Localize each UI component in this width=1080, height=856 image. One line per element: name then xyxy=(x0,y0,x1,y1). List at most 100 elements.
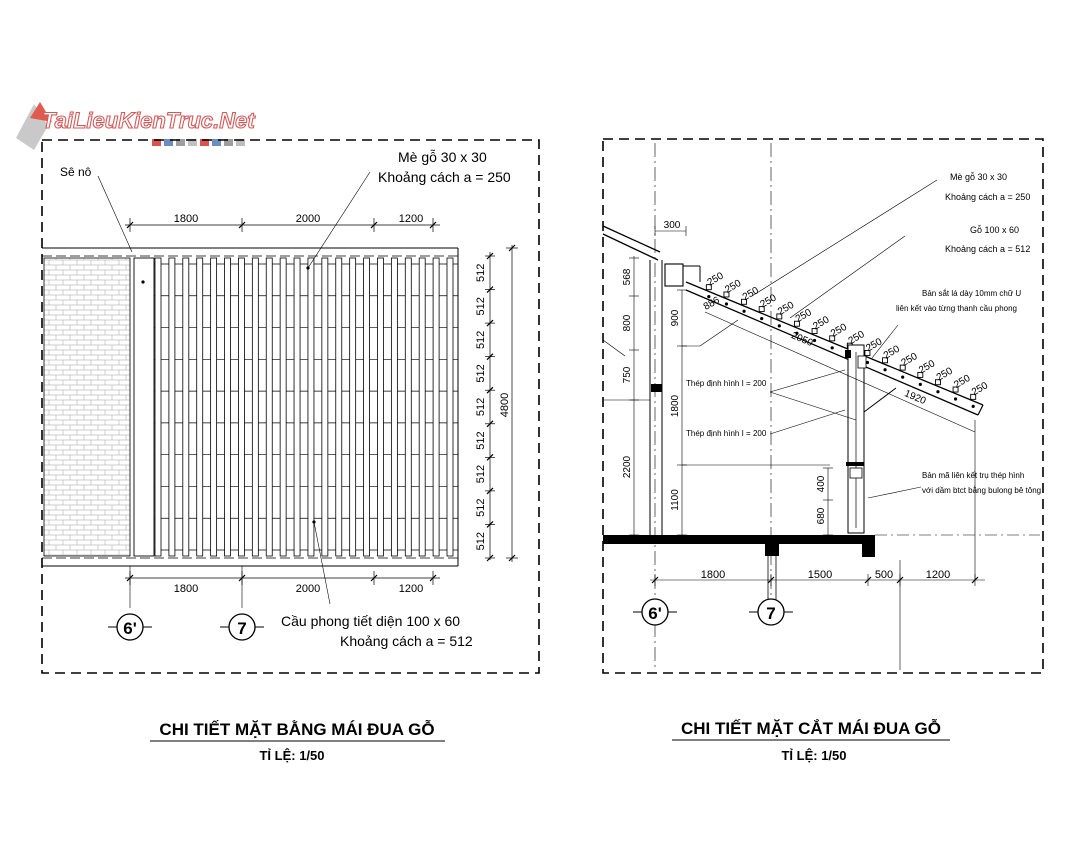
plan-rafters xyxy=(154,257,454,557)
dim-left-750: 750 xyxy=(622,366,633,383)
dim-inner-1800: 1800 xyxy=(670,394,681,417)
rafter xyxy=(293,257,301,557)
plan-top-dimensions: 1800 2000 1200 xyxy=(125,213,440,232)
dim-sec-bottom-500: 500 xyxy=(875,569,893,581)
watermark-logo: TaiLieuKienTruc.Net xyxy=(16,102,257,150)
logo-stripe xyxy=(188,139,197,146)
gutter-label: Sê nô xyxy=(60,165,92,179)
batten-label-line2: Khoảng cách a = 250 xyxy=(378,169,511,185)
dim-top-3: 1200 xyxy=(399,213,423,225)
rafter xyxy=(432,257,440,557)
rafter xyxy=(377,257,384,557)
batten-section xyxy=(952,386,959,393)
batten-section xyxy=(811,328,818,334)
batten-section xyxy=(882,357,889,364)
dim-section-top: 300 xyxy=(664,220,681,231)
logo-stripe xyxy=(176,139,185,146)
batten-section xyxy=(970,393,977,400)
section-batten-label-2: Khoảng cách a = 250 xyxy=(945,192,1030,202)
section-batten-label-1: Mè gỗ 30 x 30 xyxy=(950,172,1007,182)
logo-stripe xyxy=(224,139,233,146)
dim-sec-bottom-1500: 1500 xyxy=(808,569,832,581)
gutter-beam xyxy=(133,257,155,557)
dim-right-512: 512 xyxy=(475,331,487,349)
dim-sec-bottom-1800: 1800 xyxy=(701,569,725,581)
logo-stripe xyxy=(236,139,245,146)
gutter-area xyxy=(43,257,131,557)
rafter xyxy=(196,257,204,557)
rafter xyxy=(335,257,343,557)
dim-post-680: 680 xyxy=(816,507,827,524)
batten-section xyxy=(705,284,712,291)
rafter xyxy=(168,257,176,557)
dim-slope-1920: 1920 xyxy=(903,388,928,407)
section-frame xyxy=(602,138,1044,674)
logo-stripe xyxy=(164,139,173,146)
rafter-label-line1: Cầu phong tiết diện 100 x 60 xyxy=(281,613,460,629)
section-steel-label-1: Thép định hình I = 200 xyxy=(686,379,767,388)
batten-section xyxy=(829,335,836,342)
logo-stripe xyxy=(200,139,209,146)
batten-section xyxy=(776,313,783,320)
rafter xyxy=(349,257,357,557)
svg-text:6': 6' xyxy=(123,619,137,638)
rafter xyxy=(210,257,218,557)
section-drawing: 2502502502502502502502502502502502502502… xyxy=(602,138,1044,763)
rafter-label-line2: Khoảng cách a = 512 xyxy=(340,633,473,649)
batten-section xyxy=(793,320,800,327)
dim-total: 4800 xyxy=(499,393,511,417)
plan-scale: TỈ LỆ: 1/50 xyxy=(259,748,324,763)
rafter xyxy=(418,257,426,557)
dim-bottom-2: 2000 xyxy=(296,583,320,595)
dim-right-512: 512 xyxy=(475,498,487,516)
dim-bottom-1: 1800 xyxy=(174,583,198,595)
logo-stripes xyxy=(152,139,245,146)
batten-section xyxy=(758,306,765,313)
batten-section xyxy=(741,298,748,305)
overhang-rafter-bottom xyxy=(685,289,979,416)
rafter xyxy=(363,257,370,557)
rafter xyxy=(154,257,162,557)
section-strap-label-2: liên kết vào từng thanh cầu phong xyxy=(896,304,1017,313)
section-scale: TỈ LỆ: 1/50 xyxy=(781,748,846,763)
dim-left-568: 568 xyxy=(622,268,633,285)
section-timber-label-1: Gỗ 100 x 60 xyxy=(970,225,1019,235)
logo-stripe xyxy=(212,139,221,146)
batten-section xyxy=(899,364,906,371)
dim-right-512: 512 xyxy=(475,297,487,315)
rafter xyxy=(390,257,398,557)
section-plate-label-2: với dầm btct bằng bulong bê tông xyxy=(922,486,1041,495)
section-timber-label-2: Khoảng cách a = 512 xyxy=(945,244,1030,254)
dim-inner-1100: 1100 xyxy=(670,489,681,511)
rafter xyxy=(307,257,315,557)
dim-right-512: 512 xyxy=(475,532,487,550)
section-axis-bubble-7: 7 xyxy=(749,598,793,626)
rafter xyxy=(279,257,287,557)
rafter xyxy=(265,257,273,557)
svg-text:6': 6' xyxy=(648,604,662,623)
logo-stripe xyxy=(152,139,161,146)
dim-top-2: 2000 xyxy=(296,213,320,225)
batten-section xyxy=(917,371,924,378)
floor-slab xyxy=(603,535,875,544)
axis-bubble-6prime: 6' xyxy=(108,613,152,641)
logo-text: TaiLieuKienTruc.Net xyxy=(42,108,256,133)
section-steel-label-2: Thép định hình I = 200 xyxy=(686,429,767,438)
section-plate-label-1: Bản mã liên kết trụ thép hình xyxy=(922,471,1024,480)
plan-frame xyxy=(41,139,540,674)
batten-section xyxy=(864,350,871,356)
dim-top-1: 1800 xyxy=(174,213,198,225)
rafter xyxy=(182,257,190,557)
dim-right-512: 512 xyxy=(475,465,487,483)
dim-right-512: 512 xyxy=(475,264,487,282)
rafter xyxy=(321,257,329,557)
dim-sec-bottom-1200: 1200 xyxy=(926,569,950,581)
section-title: CHI TIẾT MẶT CẮT MÁI ĐUA GỖ xyxy=(681,719,941,738)
gutter-box xyxy=(664,263,684,287)
plan-drawing: Sê nô Mè gỗ 30 x 30 Khoảng cách a = 250 … xyxy=(41,139,540,763)
rafter xyxy=(446,257,454,557)
dim-right-512: 512 xyxy=(475,398,487,416)
